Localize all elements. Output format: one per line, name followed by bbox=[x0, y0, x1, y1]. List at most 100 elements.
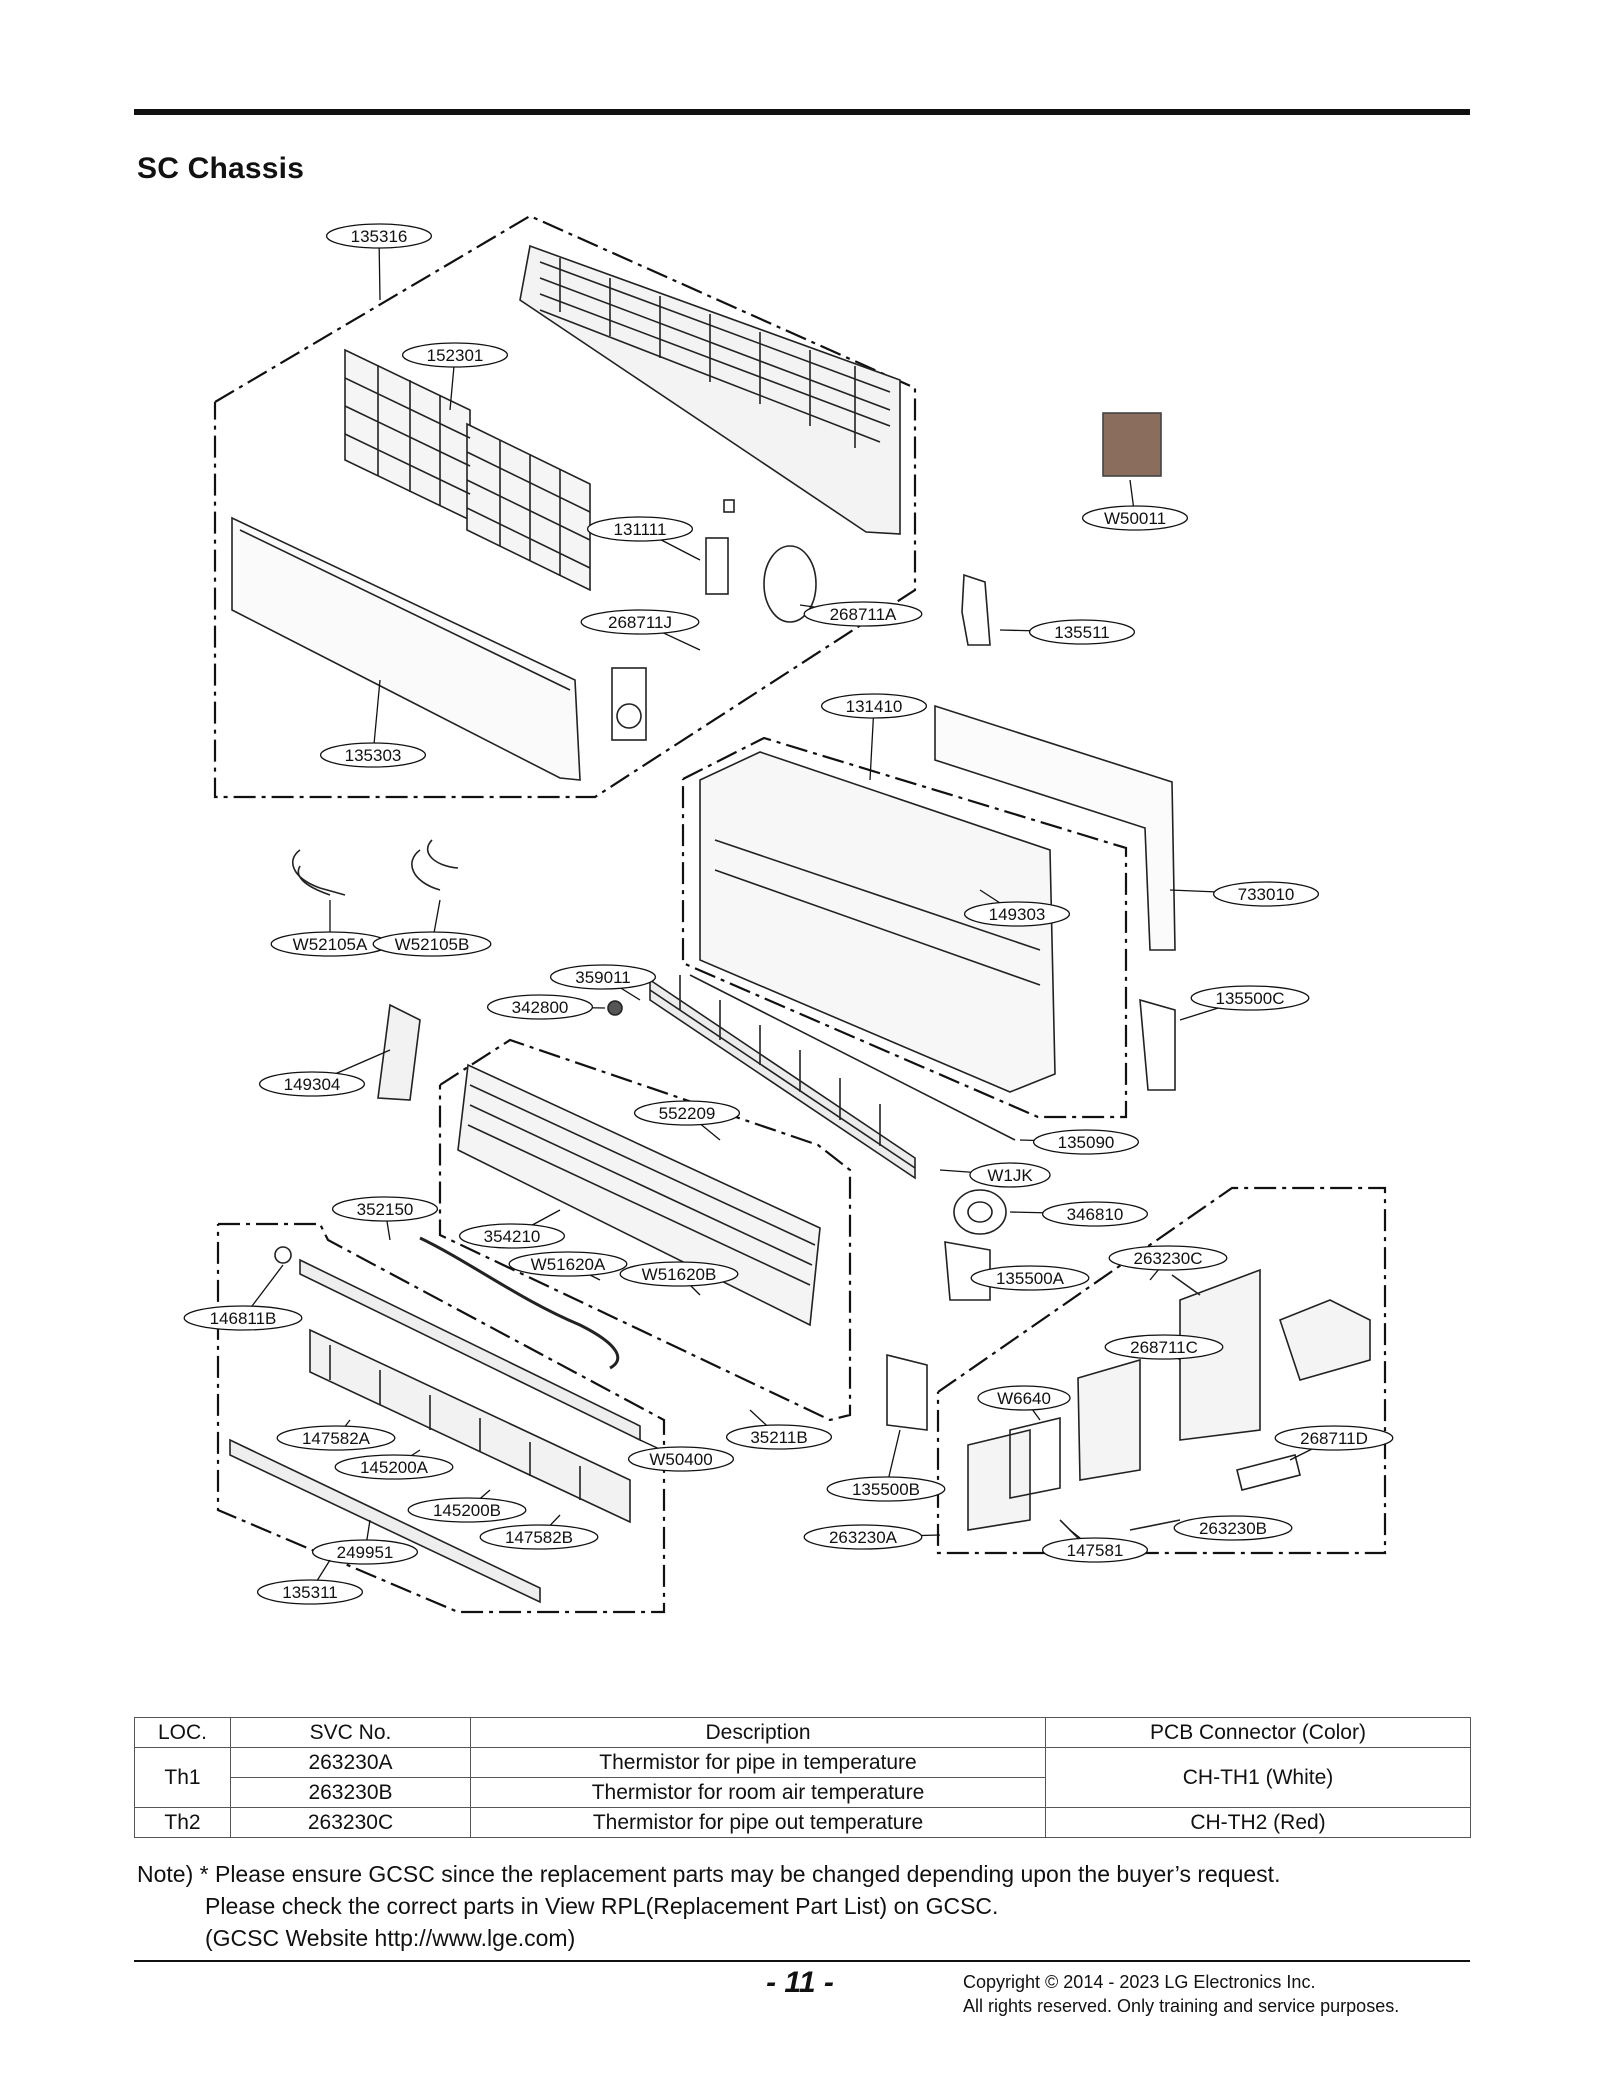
copyright: Copyright © 2014 - 2023 LG Electronics I… bbox=[963, 1970, 1399, 2018]
louver-part bbox=[229, 1258, 641, 1604]
callout-label: 263230B bbox=[1199, 1519, 1267, 1538]
callout-bubble bbox=[319, 742, 427, 768]
control-box-part bbox=[967, 1268, 1371, 1531]
callout-label: 135090 bbox=[1058, 1133, 1115, 1152]
callout-135311: 135311 bbox=[256, 1559, 364, 1605]
callout-249951: 249951 bbox=[311, 1519, 419, 1565]
callout-label: 249951 bbox=[337, 1543, 394, 1562]
callout-147582B: 147582B bbox=[479, 1514, 599, 1550]
callout-label: 354210 bbox=[484, 1227, 541, 1246]
note-line-1: Note) * Please ensure GCSC since the rep… bbox=[137, 1861, 1281, 1887]
callout-bubble bbox=[331, 1196, 439, 1222]
callout-label: W51620A bbox=[531, 1255, 606, 1274]
callout-label: 135500A bbox=[996, 1269, 1065, 1288]
callout-bubble bbox=[479, 1524, 599, 1550]
callout-bubble bbox=[1041, 1537, 1149, 1563]
callout-label: 145200A bbox=[360, 1458, 429, 1477]
callout-label: 342800 bbox=[512, 998, 569, 1017]
callout-bubble bbox=[619, 1261, 739, 1287]
callout-label: 149303 bbox=[989, 905, 1046, 924]
description-cell: Thermistor for pipe in temperature bbox=[470, 1747, 1046, 1778]
callout-label: W52105A bbox=[293, 935, 368, 954]
callout-bubble bbox=[627, 1446, 735, 1472]
col-header-pcb: PCB Connector (Color) bbox=[1045, 1717, 1471, 1748]
pcb-cell: CH-TH1 (White) bbox=[1045, 1747, 1471, 1808]
callout-bubble bbox=[325, 223, 433, 249]
callout-label: 135500B bbox=[852, 1480, 920, 1499]
callout-label: 733010 bbox=[1238, 885, 1295, 904]
cover-plate-part bbox=[961, 573, 991, 646]
callout-label: W52105B bbox=[395, 935, 470, 954]
callout-label: 552209 bbox=[659, 1104, 716, 1123]
callout-147581: 147581 bbox=[1041, 1529, 1149, 1563]
table-row: Th1 263230A Thermistor for pipe in tempe… bbox=[134, 1747, 1471, 1808]
fan-motor-part bbox=[953, 1189, 1007, 1235]
callout-bubble bbox=[401, 342, 509, 368]
callout-bubble bbox=[1173, 1515, 1293, 1541]
group-outline-evaporator bbox=[438, 1038, 852, 1422]
callout-bubble bbox=[1190, 985, 1310, 1011]
callout-135090: 135090 bbox=[1019, 1129, 1140, 1155]
cover-part bbox=[886, 1353, 928, 1431]
callout-label: W1JK bbox=[987, 1166, 1033, 1185]
side-bracket-part bbox=[377, 1003, 421, 1101]
callout-552209: 552209 bbox=[633, 1100, 741, 1141]
copyright-line-1: Copyright © 2014 - 2023 LG Electronics I… bbox=[963, 1972, 1316, 1992]
section-title: SC Chassis bbox=[137, 152, 305, 185]
group-outline-chassis bbox=[681, 736, 1128, 1119]
callout-bubble bbox=[508, 1251, 628, 1277]
copyright-line-2: All rights reserved. Only training and s… bbox=[963, 1996, 1400, 2016]
callout-bubble bbox=[820, 693, 928, 719]
installation-plate-part bbox=[934, 704, 1176, 951]
callout-W1JK: W1JK bbox=[939, 1162, 1051, 1188]
svc-cell: 263230A bbox=[230, 1747, 471, 1778]
description-cell: Thermistor for pipe out temperature bbox=[470, 1807, 1046, 1838]
callout-131410: 131410 bbox=[820, 693, 928, 781]
col-header-svc: SVC No. bbox=[230, 1717, 471, 1748]
front-panel-part bbox=[519, 244, 901, 535]
callout-W50400: W50400 bbox=[627, 1439, 735, 1472]
callout-bubble bbox=[458, 1223, 566, 1249]
callout-label: 135500C bbox=[1215, 989, 1284, 1008]
callout-label: 346810 bbox=[1067, 1205, 1124, 1224]
callout-label: 268711J bbox=[608, 613, 672, 632]
callout-bubble bbox=[486, 994, 594, 1020]
note-line-3: (GCSC Website http://www.lge.com) bbox=[205, 1925, 576, 1951]
callout-354210: 354210 bbox=[458, 1209, 566, 1249]
callout-bubble bbox=[977, 1385, 1071, 1411]
manual-bag-part bbox=[1102, 412, 1162, 477]
callout-bubble bbox=[258, 1071, 366, 1097]
callout-35211B: 35211B bbox=[725, 1409, 833, 1450]
callout-bubble bbox=[803, 601, 923, 627]
col-header-loc: LOC. bbox=[134, 1717, 231, 1748]
table-row: Th2 263230C Thermistor for pipe out temp… bbox=[134, 1807, 1471, 1838]
table-row: 263230B Thermistor for room air temperat… bbox=[135, 1777, 1471, 1808]
loc-cell: Th2 bbox=[134, 1807, 231, 1838]
drain-hose-part bbox=[419, 1236, 620, 1370]
callout-label: 268711C bbox=[1130, 1338, 1198, 1357]
callout-145200B: 145200B bbox=[407, 1489, 527, 1523]
callout-152301: 152301 bbox=[401, 342, 509, 411]
bottom-rule bbox=[134, 1960, 1470, 1962]
callout-263230C: 263230C bbox=[1108, 1245, 1228, 1281]
callout-733010: 733010 bbox=[1169, 881, 1320, 907]
callout-268711C: 268711C bbox=[1104, 1334, 1224, 1361]
callout-342800: 342800 bbox=[486, 994, 606, 1020]
callout-bubble bbox=[633, 1100, 741, 1126]
note-block: Note) * Please ensure GCSC since the rep… bbox=[137, 1858, 1280, 1954]
callout-label: 131410 bbox=[846, 697, 903, 716]
callout-label: 268711A bbox=[830, 605, 897, 624]
callout-label: 263230C bbox=[1133, 1249, 1202, 1268]
callout-bubble bbox=[1032, 1129, 1140, 1155]
callout-bubble bbox=[1212, 881, 1320, 907]
hose-parts bbox=[291, 839, 459, 896]
callout-bubble bbox=[183, 1305, 303, 1331]
callout-label: 152301 bbox=[427, 346, 484, 365]
callout-bubble bbox=[803, 1524, 923, 1550]
stepping-motor-part bbox=[274, 1246, 292, 1264]
callout-bubble bbox=[969, 1162, 1051, 1188]
callout-W52105B: W52105B bbox=[372, 899, 492, 957]
callout-bubble bbox=[586, 516, 694, 542]
callout-bubble bbox=[1104, 1334, 1224, 1360]
callout-W52105A: W52105A bbox=[270, 900, 390, 957]
